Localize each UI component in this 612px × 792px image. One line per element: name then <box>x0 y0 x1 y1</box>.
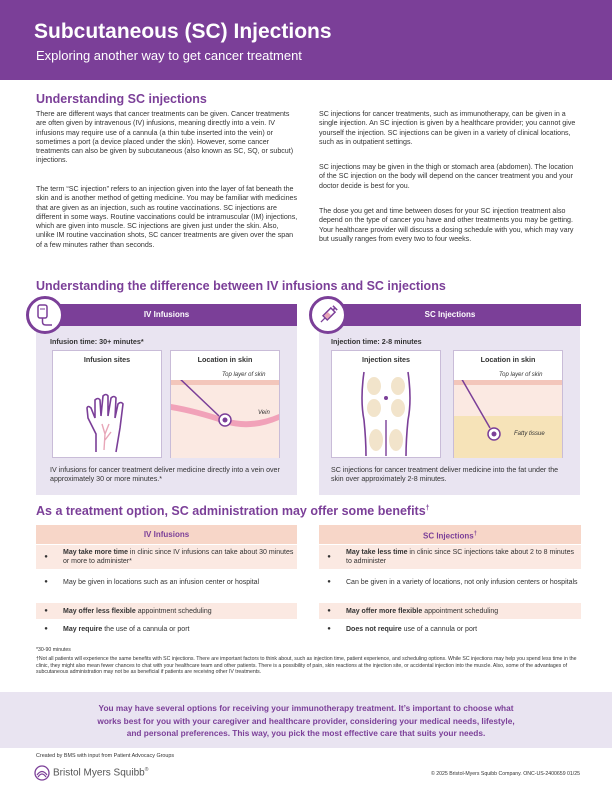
table-row: ●May be given in locations such as an in… <box>36 570 297 594</box>
bullet-icon: ● <box>327 607 331 614</box>
section-title-benefits: As a treatment option, SC administration… <box>36 504 430 518</box>
sc-top-layer-label: Top layer of skin <box>499 372 543 378</box>
vein-label: Vein <box>258 410 270 416</box>
table-header-iv: IV Infusions <box>36 525 297 544</box>
bullet-icon: ● <box>327 625 331 632</box>
sc-panel-header: SC Injections <box>319 304 581 326</box>
logo-wordmark: Bristol Myers Squibb® <box>53 767 149 779</box>
bullet-icon: ● <box>327 553 331 560</box>
iv-location-label: Location in skin <box>197 355 253 364</box>
paragraph-intro-4: SC injections may be given in the thigh … <box>319 163 574 190</box>
paragraph-intro-2: The term “SC injection” refers to an inj… <box>36 185 298 249</box>
sc-location-label: Location in skin <box>480 355 536 364</box>
table-row: ●May take more time in clinic since IV i… <box>36 545 297 569</box>
company-logo: Bristol Myers Squibb® <box>34 764 148 782</box>
section-title-understanding: Understanding SC injections <box>36 92 207 106</box>
table-row: ●May take less time in clinic since SC i… <box>319 545 581 569</box>
iv-bag-icon <box>26 296 64 334</box>
sc-injection-time: Injection time: 2-8 minutes <box>331 337 422 346</box>
table-row: ●May offer less flexible appointment sch… <box>36 603 297 619</box>
bullet-icon: ● <box>44 607 48 614</box>
page-subtitle: Exploring another way to get cancer trea… <box>36 48 302 63</box>
copyright-text: © 2025 Bristol-Myers Squibb Company. ONC… <box>430 771 580 777</box>
iv-sites-box <box>52 350 162 458</box>
sc-description: SC injections for cancer treatment deliv… <box>331 466 559 484</box>
footnote-time: *30-90 minutes <box>36 647 71 653</box>
iv-top-layer-label: Top layer of skin <box>222 372 266 378</box>
table-row: ●Does not require use of a cannula or po… <box>319 621 581 637</box>
paragraph-intro-1: There are different ways that cancer tre… <box>36 110 294 165</box>
sc-skin-cross-section <box>454 380 562 458</box>
iv-infusion-time: Infusion time: 30+ minutes* <box>50 337 144 346</box>
header-banner: Subcutaneous (SC) Injections Exploring a… <box>0 0 612 80</box>
bullet-icon: ● <box>44 578 48 585</box>
iv-sites-label: Infusion sites <box>83 355 131 364</box>
table-row: ●May offer more flexible appointment sch… <box>319 603 581 619</box>
syringe-icon <box>309 296 347 334</box>
page-title: Subcutaneous (SC) Injections <box>34 20 332 43</box>
table-header-sc: SC Injections† <box>319 525 581 544</box>
footnote-benefits: †Not all patients will experience the sa… <box>36 656 577 676</box>
iv-skin-cross-section <box>171 380 279 458</box>
section-title-difference: Understanding the difference between IV … <box>36 279 446 293</box>
bullet-icon: ● <box>44 625 48 632</box>
bms-logo-icon <box>34 765 50 781</box>
created-by-note: Created by BMS with input from Patient A… <box>36 753 175 759</box>
sc-sites-label: Injection sites <box>362 355 410 364</box>
hand-arm-illustration <box>86 393 124 453</box>
table-row: ●Can be given in a variety of locations,… <box>319 570 581 594</box>
footer-message-band: You may have several options for receivi… <box>0 692 612 748</box>
fatty-tissue-label: Fatty tissue <box>514 431 545 437</box>
paragraph-intro-5: The dose you get and time between doses … <box>319 207 574 243</box>
bullet-icon: ● <box>44 553 48 560</box>
body-injection-sites-illustration <box>361 371 411 456</box>
footer-message: You may have several options for receivi… <box>97 703 515 739</box>
iv-description: IV infusions for cancer treatment delive… <box>50 466 280 484</box>
iv-panel-header: IV Infusions <box>36 304 297 326</box>
paragraph-intro-3: SC injections for cancer treatments, suc… <box>319 110 576 146</box>
bullet-icon: ● <box>327 578 331 585</box>
table-row: ●May require the use of a cannula or por… <box>36 621 297 637</box>
